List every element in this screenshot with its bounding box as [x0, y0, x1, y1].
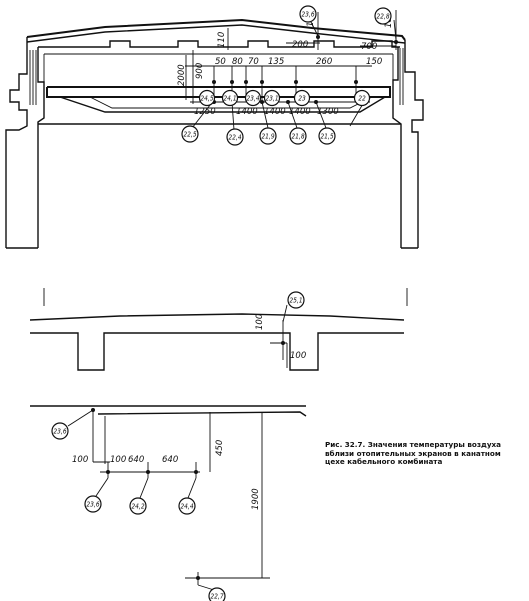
reading-23-6-top: 23,6	[299, 5, 317, 23]
svg-text:23,6: 23,6	[301, 11, 314, 19]
bot-dim-640-b: 640	[162, 455, 178, 465]
reading-bottom-23-6-b: 23,6	[84, 495, 102, 513]
middle-section: 100 100 25,1	[29, 288, 408, 371]
svg-text:22,7: 22,7	[210, 593, 223, 601]
svg-text:24,1: 24,1	[223, 95, 236, 103]
reading-21-5: 21,5	[318, 127, 336, 145]
mid-dim-100-a: 100	[255, 314, 265, 330]
reading-23-4: 23,4	[244, 89, 262, 107]
figure-caption: Рис. 32.7. Значения температуры воздуха …	[325, 440, 502, 467]
svg-text:21,8: 21,8	[291, 133, 304, 141]
svg-text:25,1: 25,1	[289, 297, 302, 305]
dim-50: 50	[215, 57, 226, 67]
reading-22: 22	[353, 89, 371, 107]
svg-text:21,9: 21,9	[261, 133, 274, 141]
svg-text:22,8: 22,8	[376, 13, 389, 21]
reading-bottom-23-6-a: 23,6	[51, 422, 69, 440]
dim-80: 80	[232, 57, 243, 67]
svg-text:22: 22	[358, 95, 366, 103]
reading-24-1: 24,1	[221, 89, 239, 107]
dim-1400-a: 1400	[236, 107, 258, 117]
dim-260: 260	[316, 57, 332, 67]
dim-1400-b: 1400	[264, 107, 286, 117]
dim-2000: 2000	[177, 64, 187, 86]
dim-1400-c: 1400	[289, 107, 311, 117]
bot-dim-100-b: 100	[110, 455, 126, 465]
svg-text:24,2: 24,2	[131, 503, 144, 511]
mid-dim-100-b: 100	[290, 351, 306, 361]
reading-22-5: 22,5	[181, 125, 199, 143]
dim-200: 200	[292, 40, 308, 50]
dim-700: 700	[361, 42, 377, 52]
svg-text:24,5: 24,5	[200, 95, 213, 103]
svg-text:23,1: 23,1	[265, 95, 278, 103]
dim-110: 110	[217, 32, 227, 48]
building-section	[5, 18, 424, 249]
svg-text:22,4: 22,4	[228, 134, 241, 142]
section-temperature-bubbles: 23,6 22,8 24,5 24,1 23,4 23,1 23 22 22,5…	[181, 5, 392, 146]
dim-900: 900	[195, 63, 205, 79]
reading-24-4: 24,4	[178, 497, 196, 515]
reading-21-8: 21,8	[289, 127, 307, 145]
dim-1300: 1300	[317, 107, 339, 117]
dim-135: 135	[268, 57, 284, 67]
reading-24-2: 24,2	[129, 497, 147, 515]
svg-text:23,6: 23,6	[53, 428, 66, 436]
bot-dim-450: 450	[215, 440, 225, 456]
reading-22-8: 22,8	[374, 7, 392, 25]
reading-23-1: 23,1	[263, 89, 281, 107]
svg-text:24,4: 24,4	[180, 503, 193, 511]
reading-23: 23	[293, 89, 311, 107]
dim-70: 70	[248, 57, 259, 67]
svg-text:21,5: 21,5	[320, 133, 333, 141]
svg-text:23: 23	[298, 95, 306, 103]
bot-dim-100-a: 100	[72, 455, 88, 465]
bot-dim-1900: 1900	[251, 488, 261, 510]
reading-25-1: 25,1	[287, 291, 305, 309]
svg-text:22,5: 22,5	[183, 131, 196, 139]
bottom-section: 100 100 640 640 450 1900 23,6 23,6 24,2 …	[30, 405, 307, 601]
reading-21-9: 21,9	[259, 127, 277, 145]
svg-text:23,4: 23,4	[246, 95, 259, 103]
dim-150: 150	[366, 57, 382, 67]
reading-24-5: 24,5	[198, 89, 216, 107]
reading-22-4: 22,4	[226, 128, 244, 146]
dim-1250: 1250	[194, 107, 216, 117]
bot-dim-640-a: 640	[128, 455, 144, 465]
reading-22-7: 22,7	[208, 587, 226, 601]
svg-text:23,6: 23,6	[86, 501, 99, 509]
